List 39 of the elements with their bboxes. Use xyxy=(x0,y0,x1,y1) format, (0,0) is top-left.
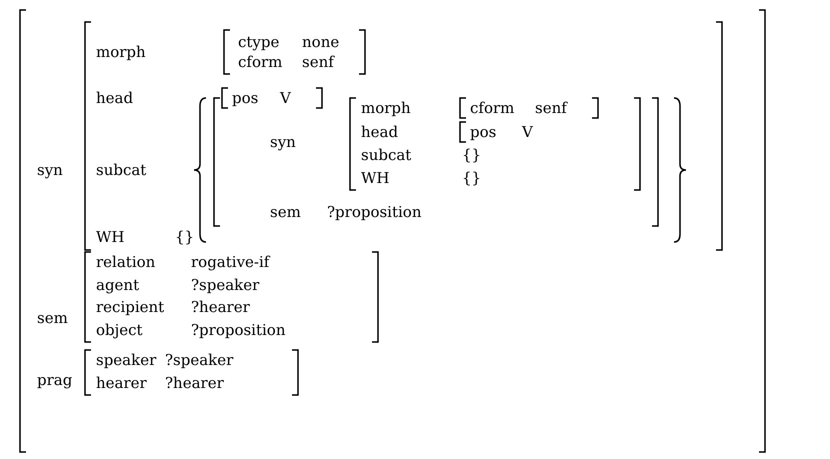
matrix-text: WH xyxy=(361,168,390,188)
matrix-text: ctype xyxy=(238,32,280,52)
matrix-text: agent xyxy=(96,275,140,295)
matrix-text: relation xyxy=(96,252,156,272)
matrix-text: V xyxy=(522,122,533,142)
matrix-text: subcat xyxy=(96,160,146,180)
matrix-text: ?speaker xyxy=(165,350,234,370)
matrix-text: rogative-if xyxy=(191,252,270,272)
matrix-text: WH xyxy=(96,227,124,247)
matrix-text: none xyxy=(302,32,340,52)
matrix-text: V xyxy=(280,88,291,108)
matrix-text: sem xyxy=(37,308,68,328)
matrix-text: {} xyxy=(462,168,482,188)
matrix-text: senf xyxy=(535,98,567,118)
matrix-text: ?hearer xyxy=(191,297,250,317)
matrix-text: subcat xyxy=(361,145,412,165)
matrix-text: speaker xyxy=(96,350,156,370)
matrix-text: morph xyxy=(96,42,146,62)
matrix-text: pos xyxy=(470,122,496,142)
matrix-text: syn xyxy=(37,160,63,180)
matrix-text: ?proposition xyxy=(191,320,286,340)
matrix-text: sem xyxy=(270,202,301,222)
matrix-text: pos xyxy=(232,88,258,108)
matrix-text: {} xyxy=(462,145,482,165)
matrix-text: {} xyxy=(175,227,194,247)
matrix-text: prag xyxy=(37,370,72,390)
matrix-text: cform xyxy=(238,52,282,72)
matrix-text: morph xyxy=(361,98,411,118)
matrix-text: cform xyxy=(470,98,514,118)
matrix-text: syn xyxy=(270,132,296,152)
matrix-text: head xyxy=(96,88,134,108)
matrix-text: ?proposition xyxy=(327,202,422,222)
matrix-text: recipient xyxy=(96,297,164,317)
matrix-text: senf xyxy=(302,52,334,72)
matrix-text: object xyxy=(96,320,143,340)
matrix-text: ?speaker xyxy=(191,275,260,295)
matrix-text: hearer xyxy=(96,373,147,393)
matrix-text: ?hearer xyxy=(165,373,224,393)
matrix-text: head xyxy=(361,122,398,142)
